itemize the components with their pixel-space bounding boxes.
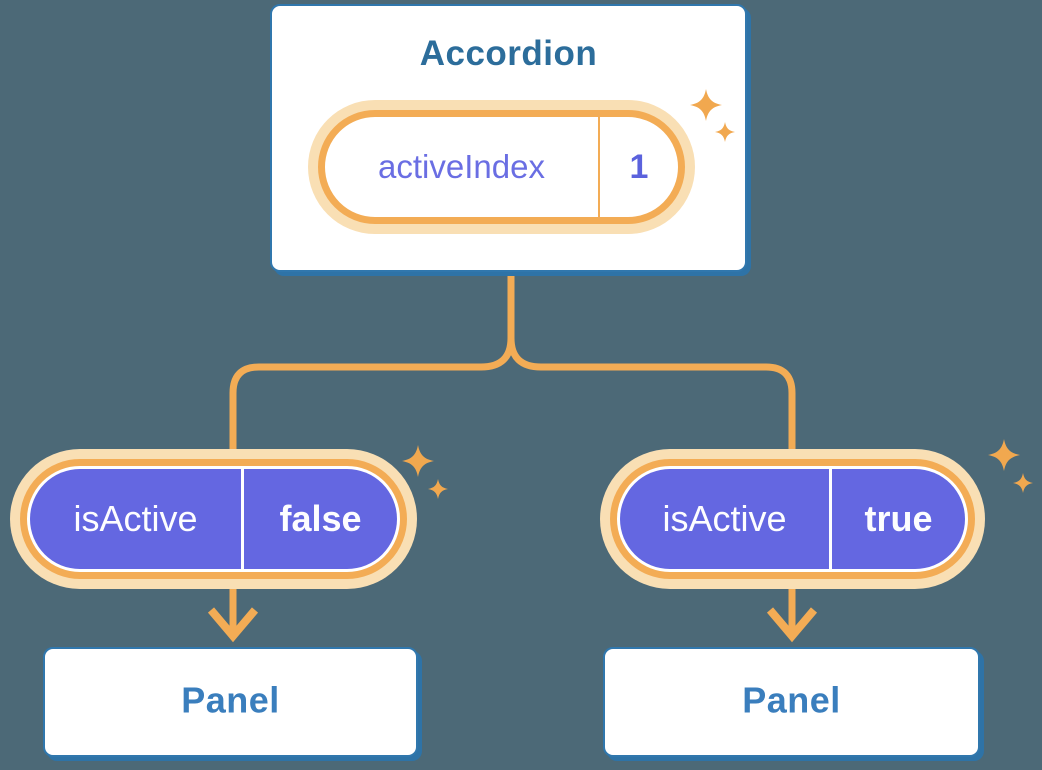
panel-right-title: Panel (742, 679, 841, 721)
sparkle-large-top-icon (690, 89, 722, 121)
sparkle-small-right-icon (1013, 473, 1033, 493)
prop-pill-left: isActive false (20, 459, 407, 579)
arrowhead-right-icon (766, 607, 818, 643)
prop-pill-right-value: true (864, 498, 933, 539)
state-pill-label: activeIndex (378, 148, 545, 185)
accordion-title: Accordion (419, 34, 598, 73)
state-pill-value: 1 (629, 147, 649, 186)
state-pill-divider (598, 117, 600, 217)
state-pill: activeIndex 1 (318, 110, 685, 224)
sparkle-large-left-icon (402, 445, 434, 477)
prop-pill-left-label: isActive (73, 498, 198, 539)
connector-branch-right (507, 337, 796, 633)
panel-box-left: Panel (43, 647, 418, 757)
prop-pill-right: isActive true (610, 459, 975, 579)
arrowhead-left-icon (207, 607, 259, 643)
prop-pill-right-divider (829, 469, 832, 569)
prop-pill-left-divider (241, 469, 244, 569)
prop-pill-right-label: isActive (662, 498, 787, 539)
accordion-box: Accordion activeIndex 1 (270, 4, 747, 272)
panel-left-title: Panel (181, 679, 280, 721)
sparkle-small-left-icon (428, 479, 448, 499)
prop-pill-left-value: false (279, 498, 362, 539)
panel-box-right: Panel (603, 647, 980, 757)
connector-branch-left (229, 337, 515, 633)
sparkle-small-top-icon (715, 122, 735, 142)
sparkle-large-right-icon (988, 439, 1020, 471)
